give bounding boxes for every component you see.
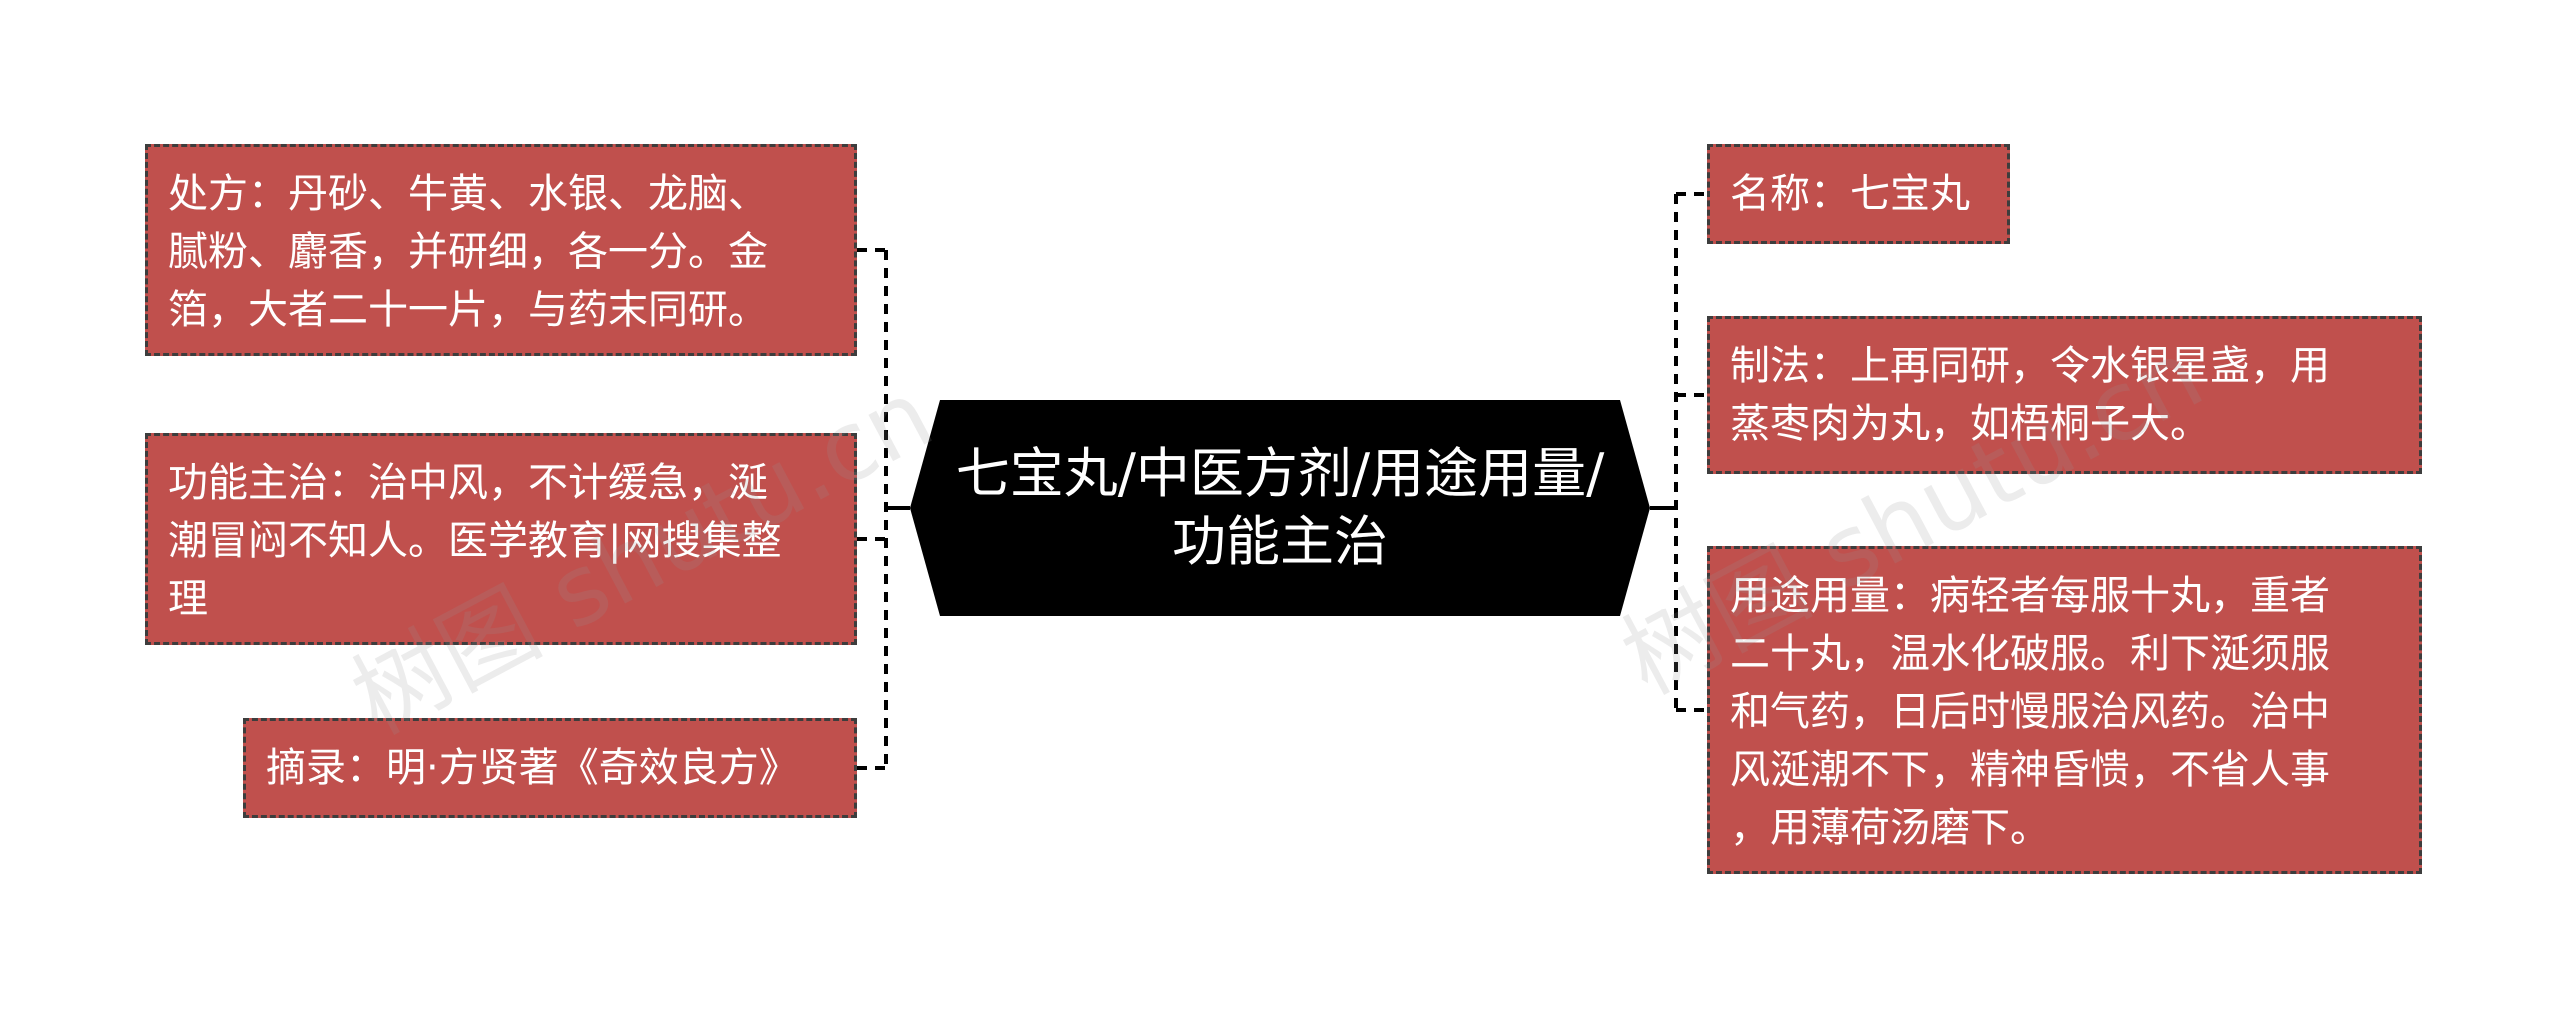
left-connectors <box>857 248 910 770</box>
root-node-shape <box>910 400 1650 616</box>
node-prescription[interactable]: 处方：丹砂、牛黄、水银、龙脑、 腻粉、麝香，并研细，各一分。金 箔，大者二十一片… <box>145 144 857 356</box>
node-preparation[interactable]: 制法：上再同研，令水银星盏，用 蒸枣肉为丸，如梧桐子大。 <box>1707 316 2422 474</box>
node-source[interactable]: 摘录：明·方贤著《奇效良方》 <box>243 718 857 818</box>
right-connectors <box>1650 192 1707 712</box>
node-indications[interactable]: 功能主治：治中风，不计缓急，涎 潮冒闷不知人。医学教育|网搜集整 理 <box>145 433 857 645</box>
node-name[interactable]: 名称：七宝丸 <box>1707 144 2010 244</box>
root-node-title[interactable]: 七宝丸/中医方剂/用途用量/功能主治 <box>955 442 1605 573</box>
node-usage-dosage[interactable]: 用途用量：病轻者每服十丸，重者 二十丸，温水化破服。利下涎须服 和气药，日后时慢… <box>1707 546 2422 874</box>
